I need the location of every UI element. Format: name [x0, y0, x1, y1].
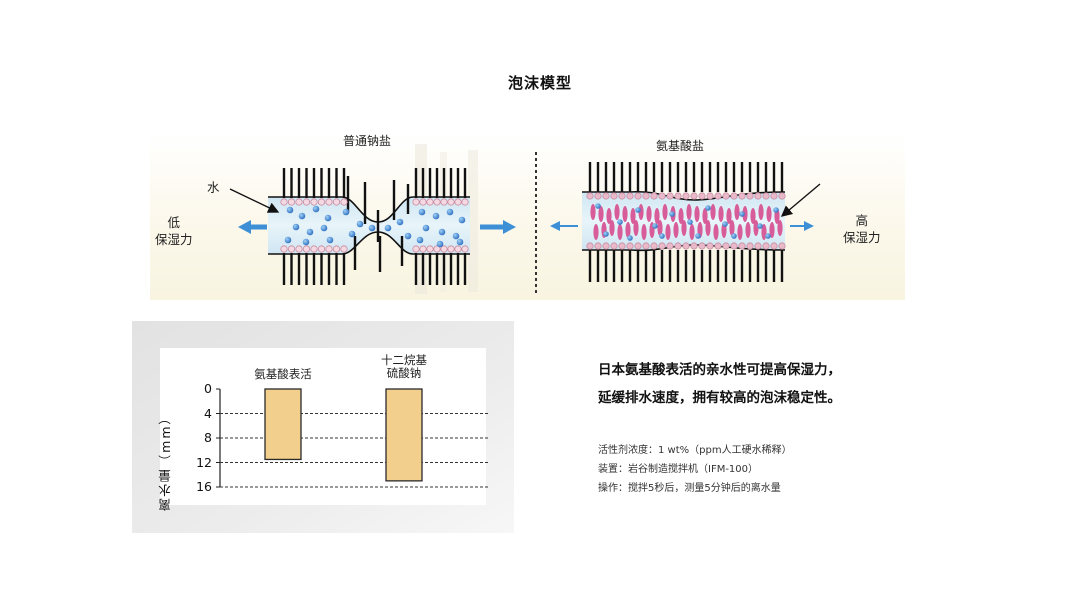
note-procedure: 操作：搅拌5秒后，测量5分钟后的离水量: [598, 479, 792, 498]
headline-line-2: 延缓排水速度，拥有较高的泡沫稳定性。: [598, 384, 841, 412]
y-tick-label: 8: [190, 430, 212, 445]
bar: [265, 389, 301, 459]
summary-headline: 日本氨基酸表活的亲水性可提高保湿力， 延缓排水速度，拥有较高的泡沫稳定性。: [598, 356, 841, 412]
note-concentration: 活性剂浓度：1 wt%（ppm人工硬水稀释）: [598, 441, 792, 460]
note-apparatus: 装置：岩谷制造搅拌机（IFM-100）: [598, 460, 792, 479]
y-axis-label: 离水量（mm）: [156, 410, 175, 511]
category-label: 十二烷基硫酸钠: [344, 354, 464, 380]
category-label: 氨基酸表活: [223, 368, 343, 381]
bar: [386, 389, 422, 481]
y-tick-label: 4: [190, 406, 212, 421]
experiment-notes: 活性剂浓度：1 wt%（ppm人工硬水稀释） 装置：岩谷制造搅拌机（IFM-10…: [598, 441, 792, 498]
headline-line-1: 日本氨基酸表活的亲水性可提高保湿力，: [598, 356, 841, 384]
y-tick-label: 12: [190, 455, 212, 470]
y-tick-label: 0: [190, 381, 212, 396]
y-tick-label: 16: [190, 479, 212, 494]
